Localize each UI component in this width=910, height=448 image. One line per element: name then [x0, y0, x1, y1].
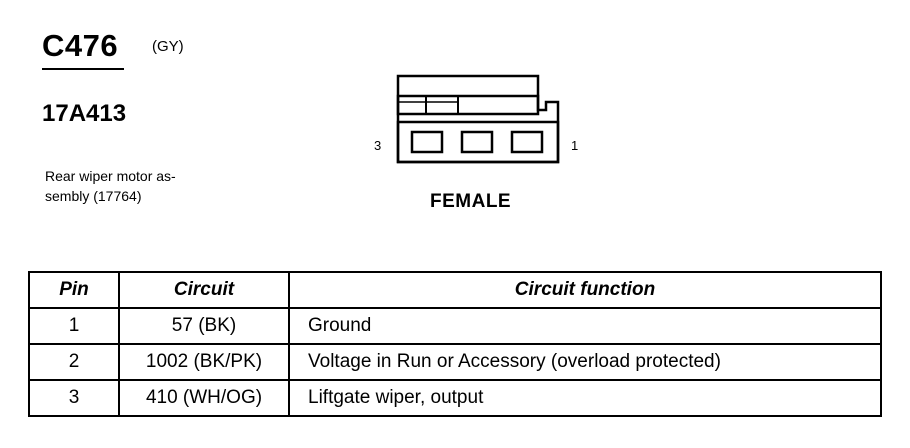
cell-pin: 2	[28, 343, 120, 381]
connector-housing	[396, 74, 560, 164]
cell-circuit-function: Ground	[288, 307, 882, 345]
connector-face-diagram: 3 1	[374, 74, 578, 164]
pin-cavity-3	[410, 130, 444, 154]
table-header-row: Pin Circuit Circuit function	[28, 271, 882, 309]
connector-description: Rear wiper motor as- sembly (17764)	[45, 166, 215, 206]
table-row: 1 57 (BK) Ground	[28, 307, 882, 345]
part-number: 17A413	[42, 100, 127, 127]
cell-circuit-function: Liftgate wiper, output	[288, 379, 882, 417]
header-circuit: Circuit	[118, 271, 290, 309]
pin-table: Pin Circuit Circuit function 1 57 (BK) G…	[28, 271, 882, 417]
cell-circuit: 410 (WH/OG)	[118, 379, 290, 417]
cell-circuit-function: Voltage in Run or Accessory (overload pr…	[288, 343, 882, 381]
locking-tab	[396, 94, 540, 116]
pin-label-right: 1	[571, 138, 578, 153]
connector-id-underline	[42, 68, 124, 70]
cell-pin: 1	[28, 307, 120, 345]
header-pin: Pin	[28, 271, 120, 309]
mating-face	[396, 120, 560, 164]
cell-circuit: 57 (BK)	[118, 307, 290, 345]
header-circuit-function: Circuit function	[288, 271, 882, 309]
pin-cavity-2	[460, 130, 494, 154]
connector-id: C476	[42, 28, 119, 63]
description-line-2: sembly (17764)	[45, 188, 142, 204]
connector-color-code: (GY)	[152, 38, 184, 55]
connector-gender-label: FEMALE	[430, 191, 512, 212]
table-row: 3 410 (WH/OG) Liftgate wiper, output	[28, 379, 882, 417]
cell-circuit: 1002 (BK/PK)	[118, 343, 290, 381]
table-row: 2 1002 (BK/PK) Voltage in Run or Accesso…	[28, 343, 882, 381]
cell-pin: 3	[28, 379, 120, 417]
description-line-1: Rear wiper motor as-	[45, 168, 176, 184]
pin-label-left: 3	[374, 138, 381, 153]
pin-cavity-1	[510, 130, 544, 154]
